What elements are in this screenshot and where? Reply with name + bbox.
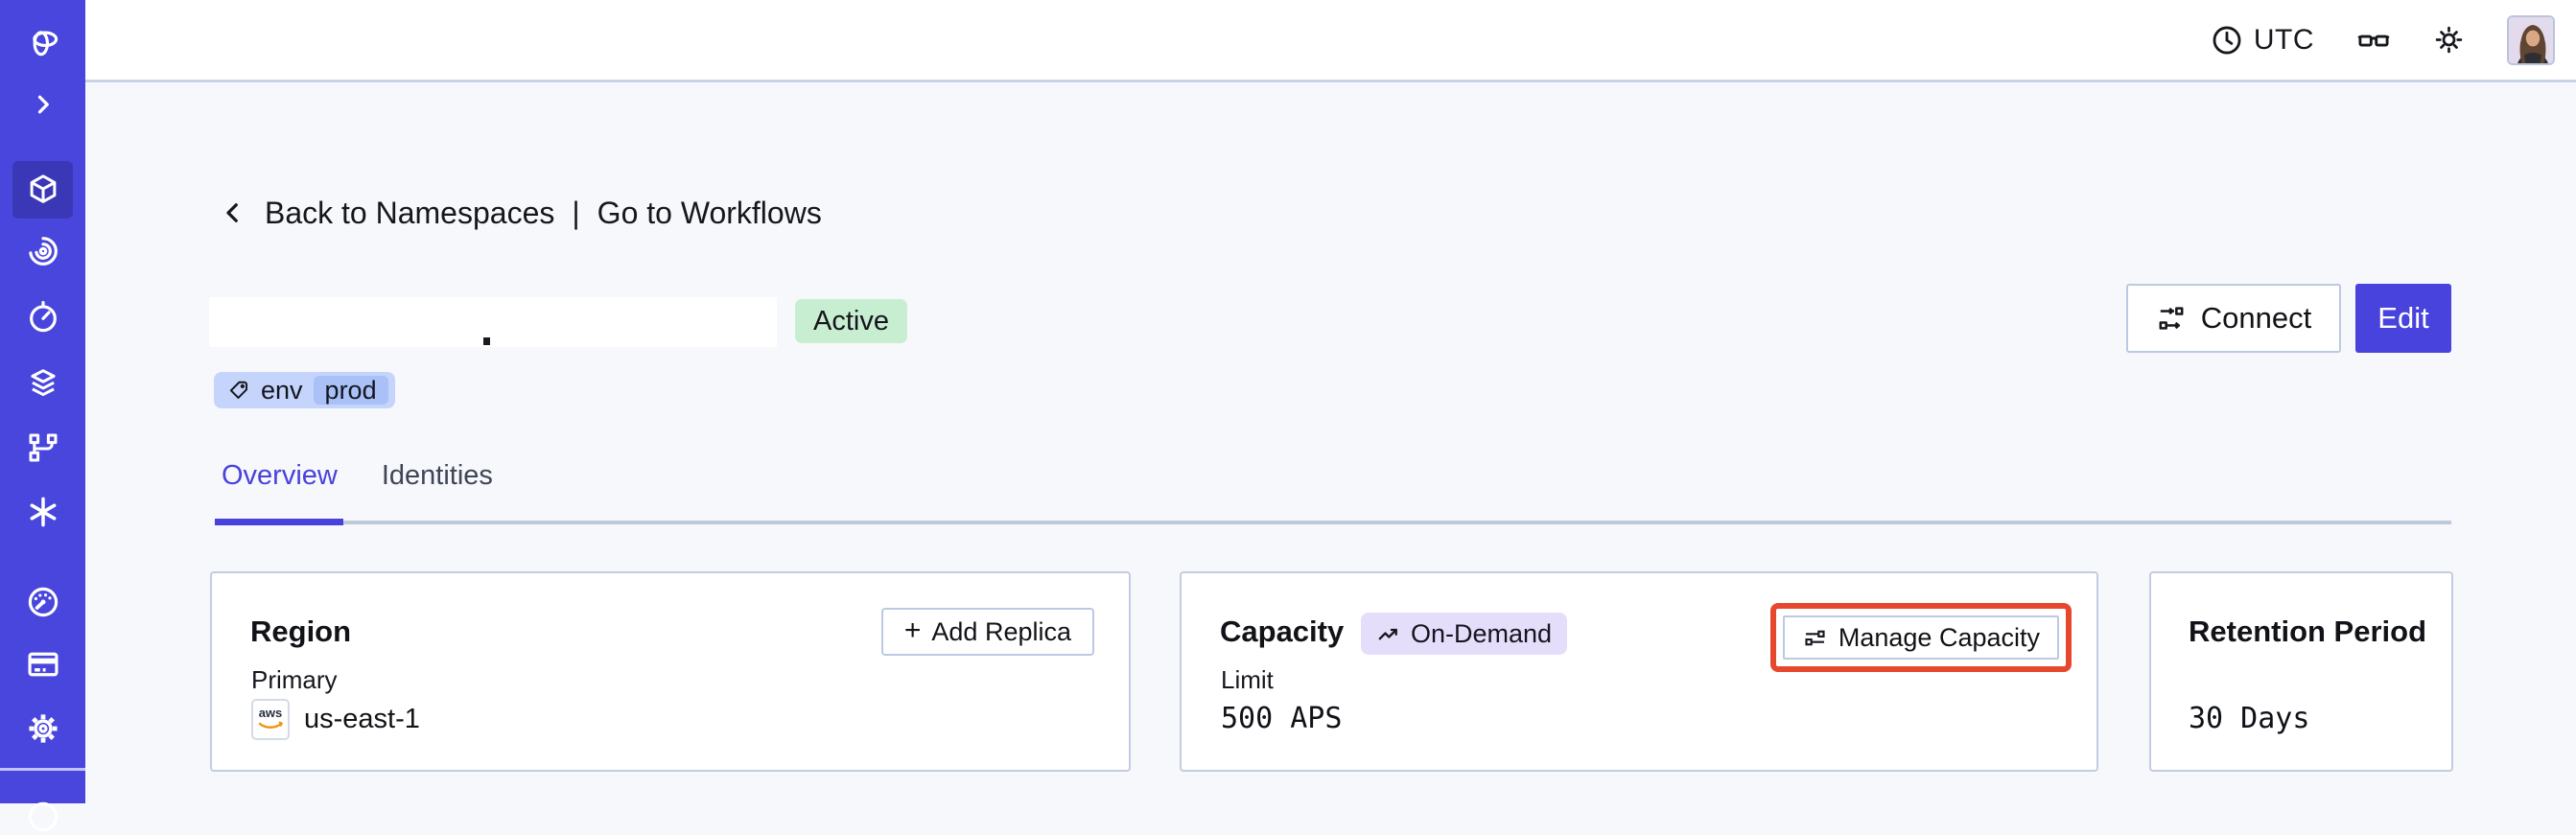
billing-card-icon[interactable] — [25, 646, 61, 683]
on-demand-badge: On-Demand — [1361, 613, 1568, 655]
expand-sidebar-chevron-icon[interactable] — [29, 90, 58, 119]
schedules-timer-icon[interactable] — [25, 299, 61, 336]
workflows-spiral-icon[interactable] — [25, 233, 61, 269]
glasses-icon[interactable] — [2356, 23, 2391, 58]
capacity-limit-label: Limit — [1221, 665, 1274, 694]
batch-layers-icon[interactable] — [25, 365, 61, 402]
region-primary-label: Primary — [251, 665, 338, 694]
tag-key: env — [261, 375, 303, 405]
aws-provider-icon: aws — [251, 698, 290, 740]
settings-gear-icon[interactable] — [25, 710, 61, 747]
usage-gauge-icon[interactable] — [25, 584, 61, 620]
edit-button[interactable]: Edit — [2355, 284, 2451, 353]
tag-icon — [226, 379, 250, 403]
sliders-icon — [1802, 625, 1828, 651]
back-chevron-icon[interactable] — [219, 198, 247, 227]
trending-up-icon — [1376, 621, 1402, 647]
tab-identities[interactable]: Identities — [381, 460, 493, 491]
add-replica-button[interactable]: + Add Replica — [880, 608, 1094, 656]
on-demand-label: On-Demand — [1411, 618, 1553, 648]
tab-overview[interactable]: Overview — [222, 460, 338, 491]
connect-button-label: Connect — [2200, 301, 2312, 335]
title-artifact-dot — [483, 337, 490, 345]
manage-capacity-button[interactable]: Manage Capacity — [1782, 615, 2059, 660]
region-value-row: aws us-east-1 — [251, 698, 420, 740]
capacity-card-title: Capacity — [1220, 615, 1345, 648]
connect-button[interactable]: Connect — [2126, 284, 2341, 353]
retention-card: Retention Period 30 Days — [2149, 571, 2453, 772]
status-badge: Active — [795, 299, 907, 343]
active-tab-indicator — [215, 519, 343, 525]
top-bar: UTC — [85, 0, 2576, 82]
retention-value: 30 Days — [2189, 702, 2310, 735]
clock-icon — [2211, 24, 2243, 57]
region-value: us-east-1 — [304, 703, 420, 734]
breadcrumb-workflows-link[interactable]: Go to Workflows — [597, 195, 822, 230]
nexus-asterisk-icon[interactable] — [25, 494, 61, 530]
sidebar — [0, 0, 85, 832]
namespace-title-redacted — [209, 297, 777, 347]
manage-capacity-label: Manage Capacity — [1838, 622, 2040, 652]
user-avatar[interactable] — [2507, 14, 2555, 65]
capacity-card: Capacity On-Demand Manage Capacity Limit… — [1180, 571, 2098, 772]
manage-capacity-highlight-box: Manage Capacity — [1769, 603, 2072, 672]
tag-value: prod — [324, 375, 377, 405]
breadcrumb-divider: | — [572, 195, 580, 230]
tab-track-line — [215, 521, 2451, 524]
breadcrumb-back-link[interactable]: Back to Namespaces — [265, 195, 555, 230]
tab-bar: Overview Identities — [222, 460, 493, 492]
namespaces-cube-icon[interactable] — [25, 172, 61, 208]
capacity-limit-value: 500 APS — [1221, 702, 1343, 735]
region-card: Region + Add Replica Primary aws us-east… — [210, 571, 1131, 772]
timezone-label: UTC — [2253, 23, 2314, 56]
account-circle-icon[interactable] — [25, 799, 61, 835]
edit-button-label: Edit — [2377, 301, 2429, 335]
temporal-logo[interactable] — [25, 23, 61, 59]
timezone-selector[interactable]: UTC — [2211, 24, 2314, 57]
connect-flow-icon — [2156, 303, 2187, 334]
breadcrumb: Back to Namespaces | Go to Workflows — [219, 192, 822, 234]
sidebar-divider — [0, 768, 85, 771]
plus-icon: + — [903, 615, 922, 646]
region-card-title: Region — [250, 615, 352, 648]
tag-value-pill: prod — [313, 375, 388, 405]
brightness-icon[interactable] — [2433, 24, 2465, 56]
deployments-branch-icon[interactable] — [25, 429, 61, 466]
namespace-tag: env prod — [214, 372, 395, 408]
retention-card-title: Retention Period — [2189, 615, 2427, 648]
add-replica-label: Add Replica — [931, 616, 1071, 646]
header-actions: Connect Edit — [2126, 284, 2451, 353]
aws-provider-label: aws — [259, 706, 283, 720]
